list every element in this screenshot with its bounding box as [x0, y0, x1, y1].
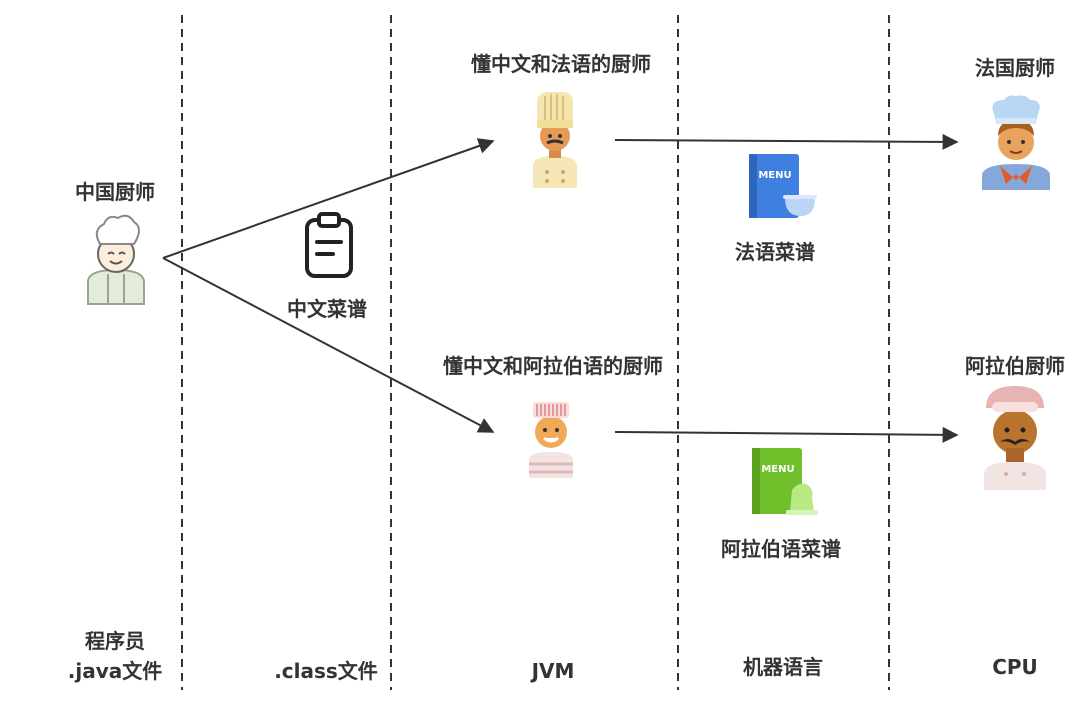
french-bilingual-chef-icon: [533, 92, 577, 188]
french-menu-word: MENU: [758, 170, 791, 181]
arabic-recipe-label: 阿拉伯语菜谱: [721, 537, 841, 561]
java-file-label: .java文件: [67, 659, 163, 683]
french-chef-icon: [982, 95, 1050, 190]
arrow-to-arabic-chef: [614, 426, 959, 443]
arabic-bilingual-chef-label: 懂中文和阿拉伯语的厨师: [443, 354, 663, 378]
jvm-label: JVM: [531, 659, 575, 683]
programmer-label: 程序员: [84, 629, 145, 653]
arabic-chef-icon: [984, 386, 1046, 490]
arabic-menu-word: MENU: [761, 464, 794, 475]
machine-language-label: 机器语言: [743, 655, 823, 679]
chinese-recipe-label: 中文菜谱: [287, 297, 367, 321]
chinese-chef-label: 中国厨师: [75, 180, 155, 204]
class-file-label: .class文件: [274, 659, 378, 683]
chinese-chef-icon: [87, 214, 145, 305]
cpu-label: CPU: [992, 655, 1038, 679]
arrow-to-french-chef: [614, 133, 959, 150]
arabic-menu-icon: MENU: [752, 448, 818, 515]
french-recipe-label: 法语菜谱: [735, 240, 815, 264]
arabic-bilingual-chef-icon: [529, 402, 573, 478]
arrow-to-arabic-bilingual: [162, 257, 495, 433]
arabic-chef-label: 阿拉伯厨师: [965, 354, 1065, 378]
arrow-to-french-bilingual: [162, 138, 495, 259]
french-bilingual-chef-label: 懂中文和法语的厨师: [471, 52, 651, 76]
french-menu-icon: MENU: [749, 154, 817, 218]
french-chef-label: 法国厨师: [975, 56, 1055, 80]
clipboard-icon: [305, 212, 353, 278]
column-programmer: 程序员 .java文件: [68, 626, 162, 686]
